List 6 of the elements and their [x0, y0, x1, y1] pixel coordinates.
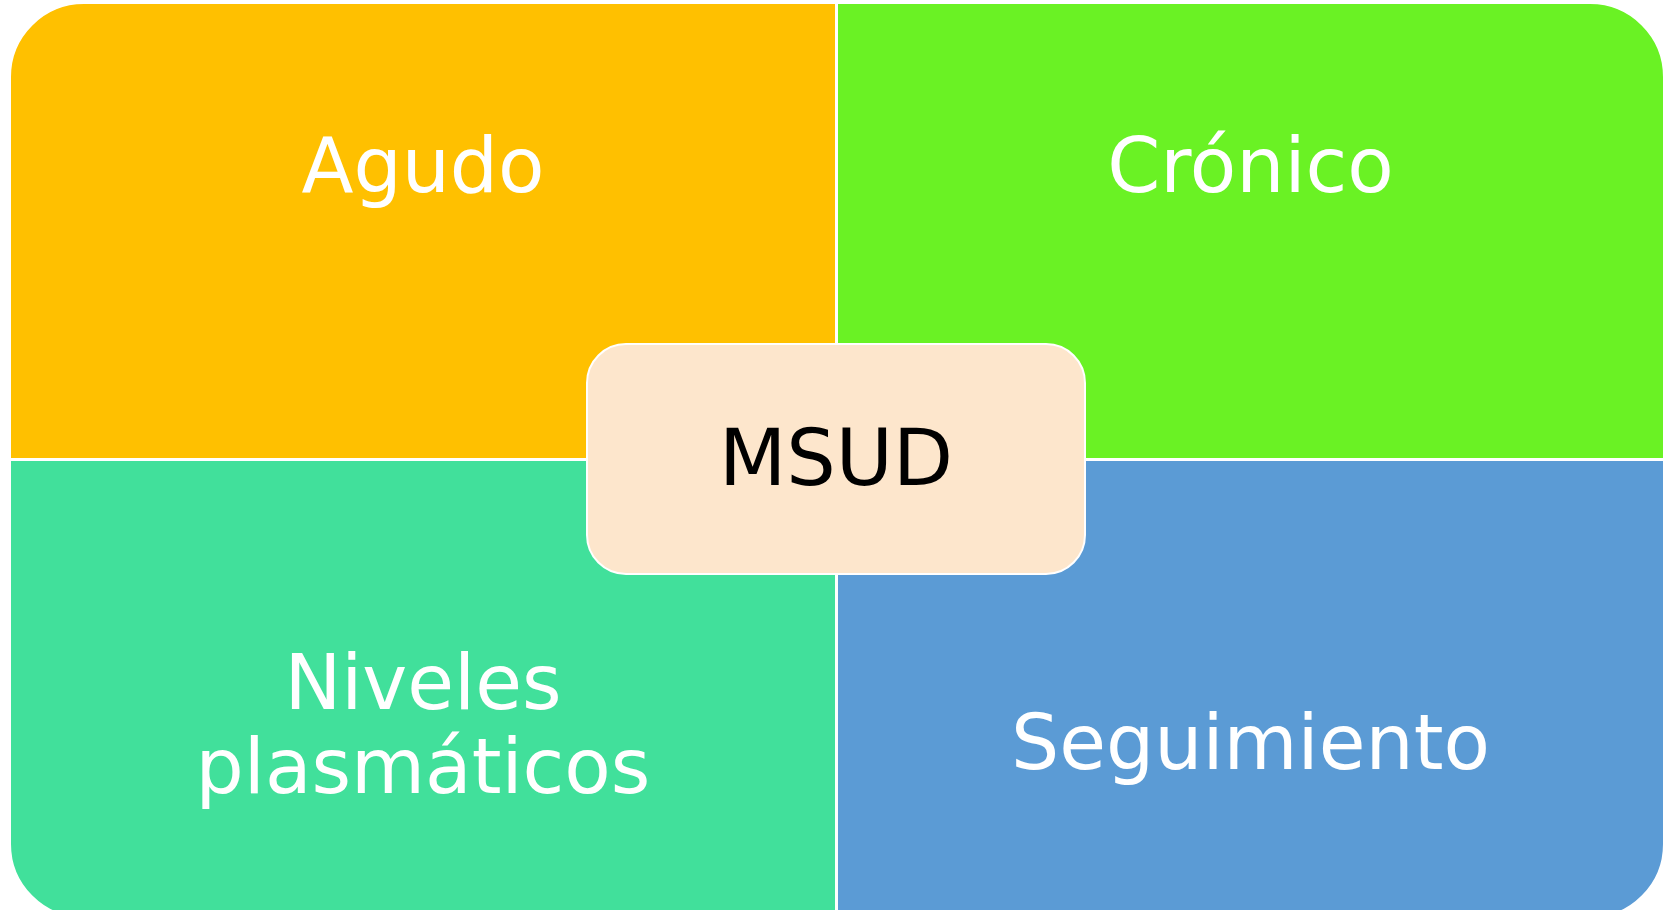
- center-title: MSUD: [718, 416, 954, 502]
- quadrant-label: Agudo: [300, 124, 546, 208]
- quadrant-label: Seguimiento: [1010, 701, 1491, 785]
- center-rounded-box: [586, 343, 1086, 575]
- quadrant-label: Niveles plasmáticos: [194, 641, 652, 809]
- quadrant-label: Crónico: [1106, 124, 1395, 208]
